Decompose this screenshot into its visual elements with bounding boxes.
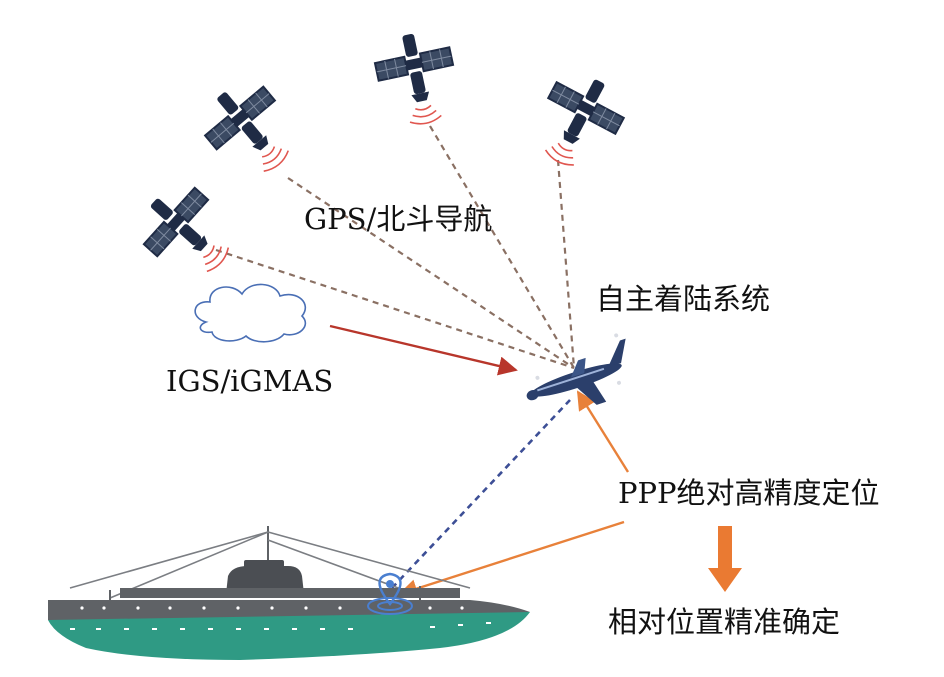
ppp-arrow-aircraft (576, 390, 630, 473)
location-pin-icon (367, 572, 413, 615)
flow-down-arrow (708, 526, 742, 592)
satellite-icon (369, 25, 465, 133)
ship-icon (48, 526, 530, 660)
satellite-icon (523, 62, 635, 181)
ppp-arrow-ship (398, 520, 625, 598)
cloud-icon (194, 283, 307, 343)
gnss-label: GPS/北斗导航 (304, 202, 493, 236)
satellite-icon (190, 69, 309, 190)
augmentation-label: IGS/iGMAS (166, 364, 334, 398)
relative-position-label: 相对位置精准确定 (608, 605, 841, 639)
correction-arrow (329, 324, 518, 376)
aircraft-icon (526, 333, 626, 405)
satellite-icon (127, 172, 248, 292)
ship-aircraft-link (391, 399, 571, 589)
satellite-links (215, 125, 576, 370)
ppp-label: PPP绝对高精度定位 (618, 476, 880, 510)
landing-system-label: 自主着陆系统 (596, 282, 771, 316)
